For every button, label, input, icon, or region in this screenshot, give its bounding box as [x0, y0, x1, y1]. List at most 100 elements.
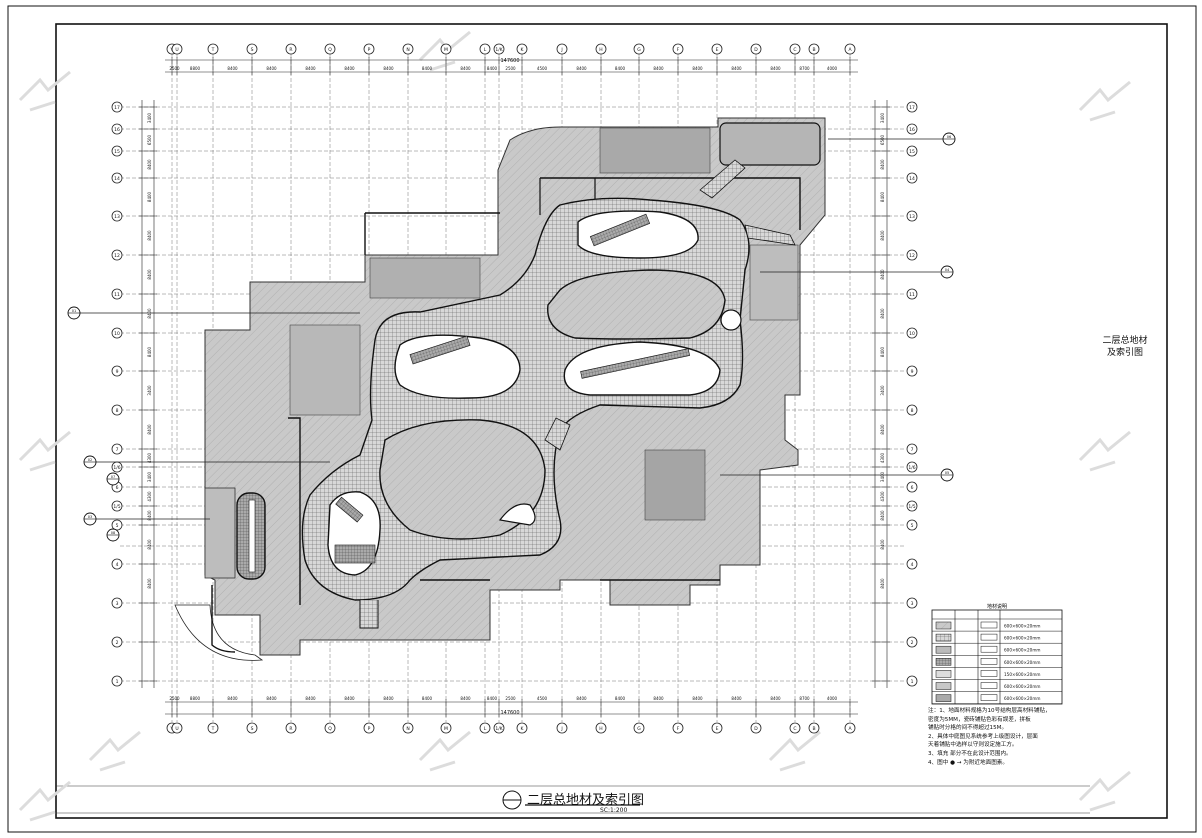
bottom-axis-bubble: 1/K	[493, 722, 505, 734]
callouts	[80, 138, 945, 520]
right-axis-bubble: 4	[906, 558, 918, 570]
bottom-dim: 8400	[383, 696, 394, 701]
bottom-axis-bubble-label: A	[848, 726, 852, 732]
legend-spec: 600×600×20mm	[1004, 636, 1041, 641]
bottom-axis-bubble-label: K	[521, 726, 525, 732]
left-axis-bubble: 12	[111, 249, 123, 261]
index-callout-label: 05	[945, 471, 949, 475]
bottom-axis-bubble: K	[516, 722, 528, 734]
top-axis-bubble-label: N	[406, 47, 409, 53]
right-axis-bubble: 8	[906, 404, 918, 416]
bottom-axis-bubble-label: D	[754, 726, 758, 732]
right-axis-bubble-label: 14	[909, 176, 915, 182]
top-axis-bubble-label: S	[251, 47, 254, 53]
right-axis-bubble: 7	[906, 443, 918, 455]
right-axis-bubble: 3	[906, 597, 918, 609]
index-callout: 07	[106, 472, 120, 486]
room-block	[369, 257, 481, 299]
left-axis-bubble-label: 13	[114, 214, 120, 220]
right-axis-bubble: 14	[906, 172, 918, 184]
index-callout: 06	[942, 132, 956, 146]
top-dim: 8400	[615, 66, 626, 71]
legend-spec: 150×600×20mm	[1004, 672, 1041, 677]
left-axis-bubble: 16	[111, 123, 123, 135]
right-dim: 8400	[880, 578, 885, 589]
left-dim: 8400	[147, 424, 152, 435]
left-dim: 8400	[147, 346, 152, 357]
top-dim: 4500	[537, 66, 548, 71]
left-dim: 3400	[147, 385, 152, 396]
bottom-axis-bubble-label: E	[716, 726, 719, 732]
top-axis-bubble: E	[711, 43, 723, 55]
top-axis-bubble-label: 1/K	[495, 47, 503, 53]
left-dim: 4300	[147, 452, 152, 463]
top-axis-bubble-label: U	[175, 47, 178, 53]
overall-dim-bottom: 147600	[500, 710, 519, 716]
top-axis-bubble: D	[750, 43, 762, 55]
top-axis-bubble: C	[789, 43, 801, 55]
top-axis-bubble-label: H	[599, 47, 602, 53]
top-dim: 8400	[770, 66, 781, 71]
left-axis-bubble: 5	[111, 519, 123, 531]
top-axis-bubble: N	[402, 43, 414, 55]
left-axis-bubble: 15	[111, 145, 123, 157]
top-axis-bubble: A	[844, 43, 856, 55]
right-dim: 8400	[880, 159, 885, 170]
left-axis-bubble: 8	[111, 404, 123, 416]
right-dim: 8400	[880, 510, 885, 521]
right-dim: 6500	[880, 134, 885, 145]
room-block	[749, 244, 799, 321]
bottom-dim: 8400	[615, 696, 626, 701]
index-callout: 04	[940, 265, 954, 279]
bottom-axis-bubble-label: T	[211, 726, 215, 732]
top-axis-bubble: Q	[324, 43, 336, 55]
index-callout-label: 02	[88, 458, 92, 462]
bottom-dim: 8800	[190, 696, 201, 701]
top-dim: 8400	[344, 66, 355, 71]
notes-block: 注：1、地面材料规格为10号结构层高材料铺贴， 密度为5MM，瓷砖铺贴色彩有誤差…	[928, 707, 1108, 767]
legend-swatch	[935, 682, 952, 690]
top-axis-bubble: U	[171, 43, 183, 55]
bottom-dim: 2500	[169, 696, 180, 701]
bottom-axis-bubble-label: M	[444, 726, 448, 732]
right-dim: 8400	[880, 539, 885, 550]
index-callout-label: 08	[111, 531, 115, 535]
bottom-axis-bubble-label: H	[599, 726, 602, 732]
left-axis-bubble-label: 9	[116, 369, 119, 375]
top-axis-bubble: 1/K	[493, 43, 505, 55]
left-axis-bubble-label: 2	[116, 640, 119, 646]
right-axis-bubble: 9	[906, 365, 918, 377]
top-axis-bubble-label: G	[637, 47, 641, 53]
atrium-walkway	[301, 159, 796, 629]
left-dim: 8400	[147, 230, 152, 241]
top-dim: 8400	[460, 66, 471, 71]
right-dim: 8400	[880, 269, 885, 280]
index-callout-label: 06	[947, 135, 951, 139]
top-axis-bubble-label: J	[560, 47, 562, 53]
atrium-void	[379, 419, 546, 540]
right-dim: 8400	[880, 191, 885, 202]
top-axis-bubble: L	[479, 43, 491, 55]
room-block	[599, 127, 711, 174]
bottom-axis-bubble-label: J	[560, 726, 562, 732]
top-axis-bubble-label: M	[444, 47, 448, 53]
bottom-dim: 8400	[344, 696, 355, 701]
top-axis-bubble-label: Q	[328, 47, 332, 53]
overall-dim-top: 147600	[500, 58, 519, 64]
right-axis-bubble-label: 6	[911, 485, 914, 491]
top-axis-bubble: R	[285, 43, 297, 55]
left-dim: 8400	[147, 510, 152, 521]
bottom-dim: 8400	[305, 696, 316, 701]
bottom-axis-bubble-label: 1/K	[495, 726, 503, 732]
index-callout: 01	[67, 306, 81, 320]
left-axis-bubble-label: 3	[116, 601, 119, 607]
top-axis-bubble-label: K	[521, 47, 525, 53]
top-axis-bubble-label: B	[812, 47, 815, 53]
bottom-dim: 8400	[692, 696, 703, 701]
legend-spec: 600×600×20mm	[1004, 684, 1041, 689]
top-dim: 8400	[692, 66, 703, 71]
left-dim: 8400	[147, 159, 152, 170]
